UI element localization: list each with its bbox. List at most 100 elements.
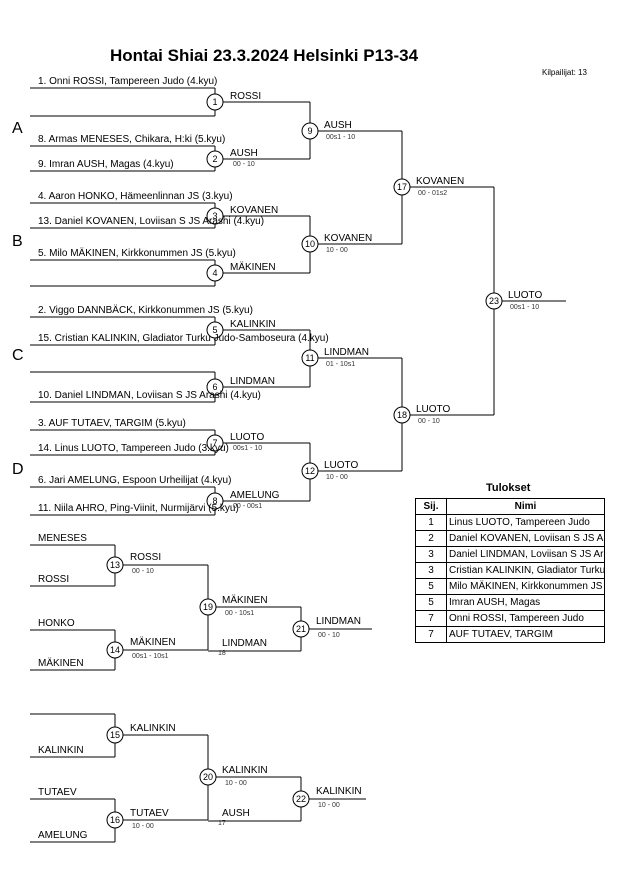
results-rank: 5 — [415, 594, 447, 611]
player-entry: 13. Daniel KOVANEN, Loviisan S JS Arashi… — [38, 216, 265, 227]
match-score: 00 - 01s2 — [418, 190, 448, 197]
results-rank: 5 — [415, 578, 447, 595]
match-winner: LUOTO — [416, 404, 451, 415]
match-score: 10 - 00 — [225, 780, 247, 787]
match-number-marker: 1 — [206, 93, 224, 111]
match-winner: AUSH — [230, 148, 258, 159]
match-score: 00 - 10 — [418, 418, 440, 425]
results-rank: 7 — [415, 626, 447, 643]
match-number: 23 — [489, 296, 499, 306]
match-winner: LUOTO — [324, 460, 359, 471]
results-name: Daniel LINDMAN, Loviisan S JS Arashi — [446, 546, 605, 563]
match-winner: MÄKINEN — [230, 262, 276, 273]
results-name: Milo MÄKINEN, Kirkkonummen JS — [446, 578, 605, 595]
drop-in-ref: 17 — [218, 820, 226, 827]
match-score: 00 - 10 — [132, 568, 154, 575]
match-score: 01 - 10s1 — [326, 361, 356, 368]
results-header-name: Nimi — [446, 498, 605, 515]
repechage-entry: MÄKINEN — [38, 658, 84, 669]
match-number: 21 — [296, 624, 306, 634]
player-entry: 5. Milo MÄKINEN, Kirkkonummen JS (5.kyu) — [38, 248, 236, 259]
match-winner: AMELUNG — [230, 490, 280, 501]
match-number: 3 — [212, 211, 217, 221]
match-score: 00 - 00s1 — [233, 503, 263, 510]
final-score: 00s1 - 10 — [510, 304, 540, 311]
match-number-marker: 18 — [393, 406, 411, 424]
results-rank: 7 — [415, 610, 447, 627]
results-rank: 1 — [415, 514, 447, 531]
repechage-entry: AMELUNG — [38, 830, 88, 841]
results-name: Daniel KOVANEN, Loviisan S JS Arashi — [446, 530, 605, 547]
match-score: 10 - 00 — [132, 823, 154, 830]
match-score: 10 - 00 — [326, 474, 348, 481]
match-number-marker: 2 — [206, 150, 224, 168]
match-number: 5 — [212, 325, 217, 335]
match-winner: KALINKIN — [222, 765, 268, 776]
match-number: 9 — [307, 126, 312, 136]
match-score: 00s1 - 10 — [326, 134, 356, 141]
player-entry: 4. Aaron HONKO, Hämeenlinnan JS (3.kyu) — [38, 191, 233, 202]
match-winner: AUSH — [324, 120, 352, 131]
match-number: 22 — [296, 794, 306, 804]
repechage-entry: TUTAEV — [38, 787, 77, 798]
repechage-entry: MENESES — [38, 533, 87, 544]
match-number-marker: 7 — [206, 434, 224, 452]
match-winner: KOVANEN — [416, 176, 465, 187]
results-rank: 3 — [415, 546, 447, 563]
player-entry: 9. Imran AUSH, Magas (4.kyu) — [38, 159, 174, 170]
match-number: 16 — [110, 815, 120, 825]
drop-in-ref: 18 — [218, 650, 226, 657]
match-winner: TUTAEV — [130, 808, 169, 819]
match-number: 4 — [212, 268, 217, 278]
match-number: 2 — [212, 154, 217, 164]
results-rank: 3 — [415, 562, 447, 579]
player-entry: 15. Cristian KALINKIN, Gladiator Turku J… — [38, 333, 329, 344]
player-entry: 11. Niila AHRO, Ping-Viinit, Nurmijärvi … — [38, 503, 239, 514]
repechage-entry: HONKO — [38, 618, 75, 629]
match-winner: ROSSI — [130, 552, 162, 563]
page-title: Hontai Shiai 23.3.2024 Helsinki P13-34 — [110, 46, 419, 65]
final-winner: LUOTO — [508, 290, 543, 301]
match-number-marker: 8 — [206, 492, 224, 510]
match-winner: LINDMAN — [324, 347, 370, 358]
match-score: 10 - 00 — [318, 802, 340, 809]
match-number-marker: 5 — [206, 321, 224, 339]
match-winner: LINDMAN — [316, 616, 362, 627]
results-name: Onni ROSSI, Tampereen Judo — [446, 610, 605, 627]
match-score: 00 - 10 — [233, 161, 255, 168]
match-winner: KALINKIN — [230, 319, 276, 330]
match-winner: MÄKINEN — [222, 595, 268, 606]
results-title: Tulokset — [486, 482, 531, 494]
repechage-entry: KALINKIN — [38, 745, 84, 756]
match-number: 20 — [203, 772, 213, 782]
match-number-marker: 12 — [301, 462, 319, 480]
repechage-drop-in: LINDMAN — [222, 638, 268, 649]
match-number-marker: 16 — [106, 811, 124, 829]
match-number: 12 — [305, 466, 315, 476]
match-number: 18 — [397, 410, 407, 420]
match-number-marker: 15 — [106, 726, 124, 744]
match-number: 14 — [110, 645, 120, 655]
player-entry: 3. AUF TUTAEV, TARGIM (5.kyu) — [38, 418, 186, 429]
match-number-marker: 13 — [106, 556, 124, 574]
participant-count: Kilpailijat: 13 — [542, 68, 587, 77]
match-number-marker: 9 — [301, 122, 319, 140]
match-number: 7 — [212, 438, 217, 448]
match-number: 10 — [305, 239, 315, 249]
results-name: Imran AUSH, Magas — [446, 594, 605, 611]
pool-label-a: A — [12, 120, 23, 137]
pool-label-d: D — [12, 461, 24, 478]
match-number: 19 — [203, 602, 213, 612]
match-number: 8 — [212, 496, 217, 506]
match-number-marker: 3 — [206, 207, 224, 225]
match-number-marker: 10 — [301, 235, 319, 253]
player-entry: 1. Onni ROSSI, Tampereen Judo (4.kyu) — [38, 76, 218, 87]
match-score: 00s1 - 10s1 — [132, 653, 169, 660]
match-number-marker: 4 — [206, 264, 224, 282]
